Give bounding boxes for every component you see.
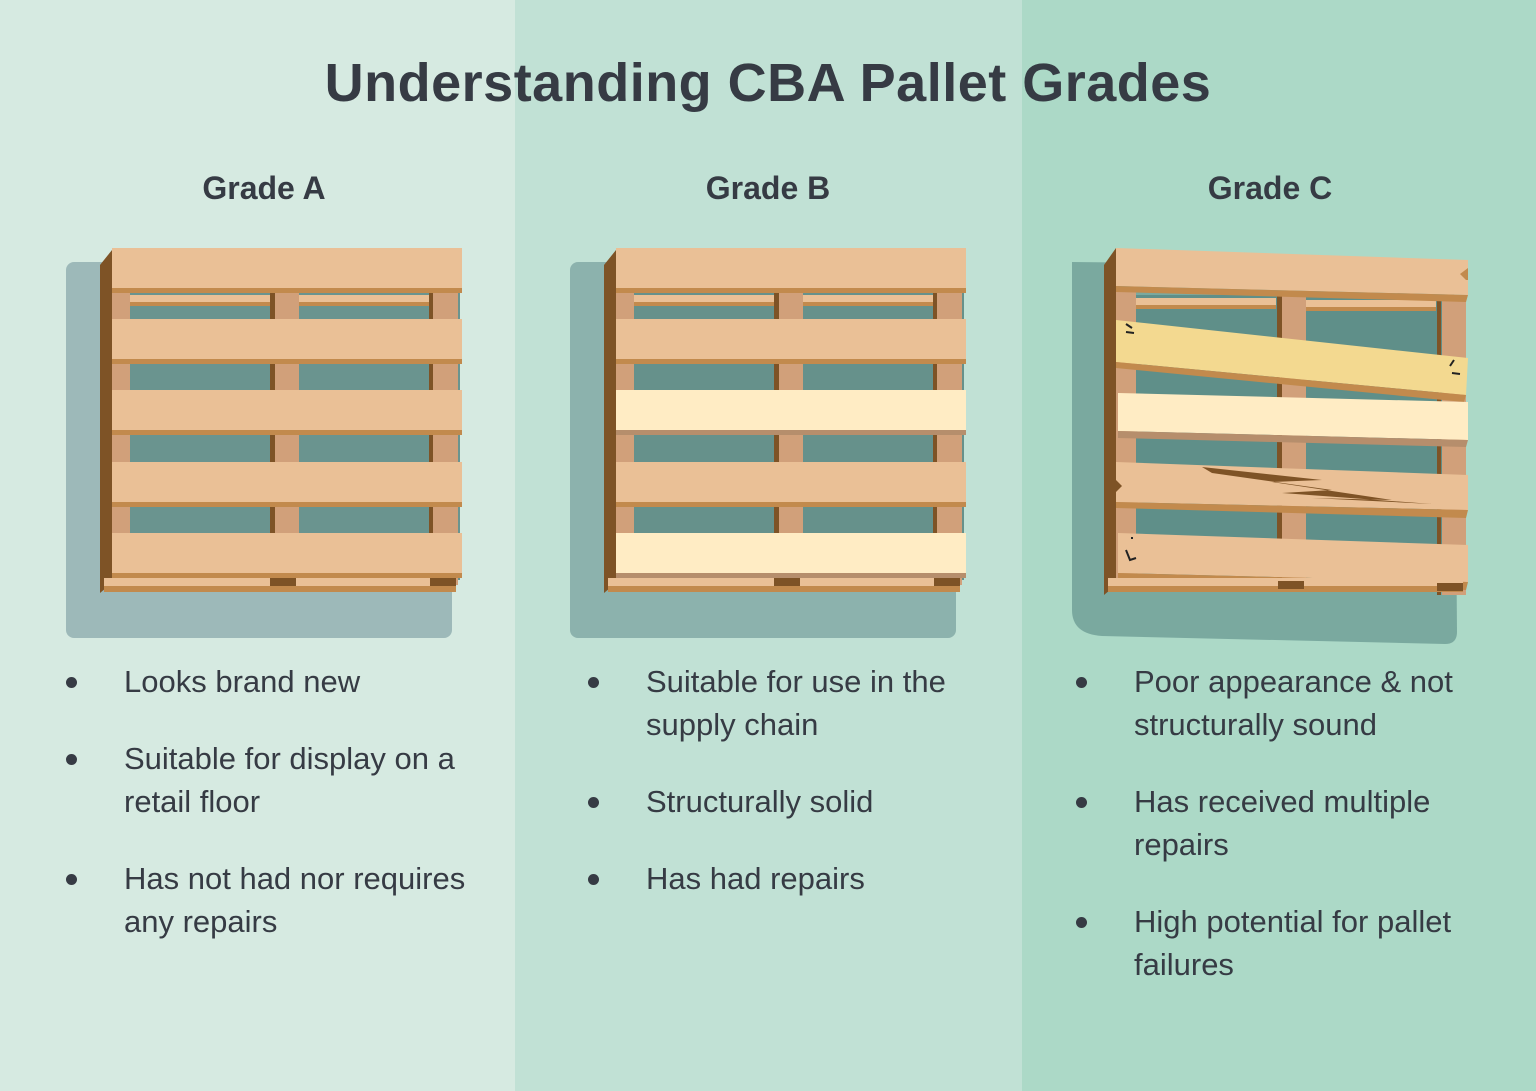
list-item: High potential for pallet failures (1076, 900, 1526, 986)
grade-a-bullet-list: Looks brand new Suitable for display on … (66, 660, 496, 977)
bullet-icon (1076, 917, 1087, 928)
list-item: Poor appearance & not structurally sound (1076, 660, 1526, 746)
list-item: Has received multiple repairs (1076, 780, 1526, 866)
list-item: Structurally solid (588, 780, 1008, 823)
bullet-icon (588, 677, 599, 688)
list-item: Looks brand new (66, 660, 496, 703)
list-item: Has had repairs (588, 857, 1008, 900)
grade-c-pallet-icon (1072, 248, 1468, 644)
list-item: Has not had nor requires any repairs (66, 857, 496, 943)
grade-c-heading: Grade C (1207, 170, 1333, 206)
grade-b-pallet-icon (570, 248, 966, 638)
bullet-icon (1076, 677, 1087, 688)
bullet-icon (66, 754, 77, 765)
grade-a-heading: Grade A (202, 170, 326, 206)
bullet-icon (588, 797, 599, 808)
grade-a-pallet-icon (66, 248, 462, 638)
bullet-icon (66, 874, 77, 885)
grade-b-heading: Grade B (705, 170, 831, 206)
bullet-icon (1076, 797, 1087, 808)
bullet-icon (588, 874, 599, 885)
list-item: Suitable for display on a retail floor (66, 737, 496, 823)
page-title: Understanding CBA Pallet Grades (324, 53, 1212, 113)
grade-b-bullet-list: Suitable for use in the supply chain Str… (588, 660, 1008, 934)
list-item: Suitable for use in the supply chain (588, 660, 1008, 746)
bullet-icon (66, 677, 77, 688)
grade-c-bullet-list: Poor appearance & not structurally sound… (1076, 660, 1526, 1020)
